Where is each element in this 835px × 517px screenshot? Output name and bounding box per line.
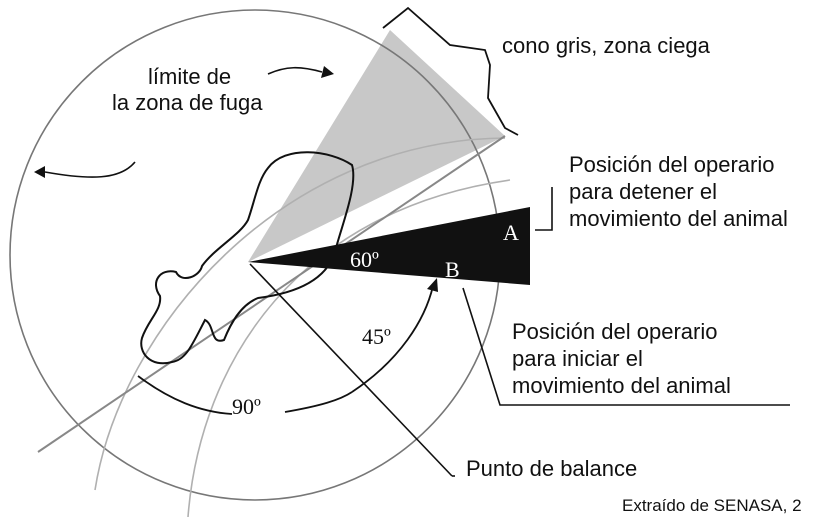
animal-outline	[140, 151, 355, 365]
source-label: Extraído de SENASA, 2	[622, 496, 802, 515]
operator-sector	[248, 207, 530, 285]
angle-45-label: 45º	[362, 324, 391, 349]
angle-60-label: 60º	[350, 247, 379, 272]
iniciar-label-line2: para iniciar el	[512, 346, 643, 371]
guide-arc-outer	[94, 137, 506, 491]
angle-arc-90-right	[284, 391, 353, 413]
blind-cone	[248, 30, 505, 262]
balance-point-line	[249, 263, 453, 477]
detener-label-line3: movimiento del animal	[569, 206, 788, 231]
detener-label-line2: para detener el	[569, 179, 717, 204]
limit-arrow-top	[321, 66, 334, 78]
iniciar-label-line3: movimiento del animal	[512, 373, 731, 398]
angle-arc-90-left	[137, 375, 233, 415]
iniciar-leader	[462, 287, 790, 406]
angle-arc-45	[351, 285, 434, 393]
detener-label-line1: Posición del operario	[569, 152, 774, 177]
limit-arrow-left	[34, 166, 45, 178]
body-axis	[37, 135, 506, 453]
limit-label-line1: límite de	[148, 64, 231, 89]
detener-bracket	[535, 187, 553, 231]
cone-brace	[382, 6, 519, 136]
angle-90-label: 90º	[232, 394, 261, 419]
arrowhead-45	[427, 278, 438, 292]
balance-label: Punto de balance	[466, 456, 637, 481]
limit-leader-top	[267, 66, 323, 75]
point-a-label: A	[503, 220, 519, 245]
cone-label: cono gris, zona ciega	[502, 33, 711, 58]
limit-leader-left	[44, 161, 136, 178]
limit-label-line2: la zona de fuga	[112, 90, 263, 115]
iniciar-label-line1: Posición del operario	[512, 319, 717, 344]
point-b-label: B	[445, 257, 460, 282]
guide-arc-inner	[187, 179, 511, 517]
